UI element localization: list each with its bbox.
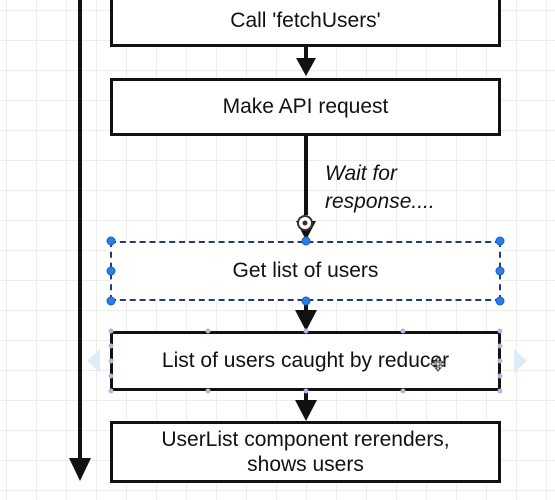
edge-reducer-to-rerender-arrowhead [295, 400, 317, 421]
connection-point-icon[interactable] [297, 215, 313, 231]
connection-point-icon[interactable] [497, 328, 503, 334]
hover-arrow-left-icon[interactable] [87, 349, 100, 373]
connection-point-icon[interactable] [108, 358, 114, 364]
selection-handle-icon[interactable] [301, 236, 311, 246]
connection-point-icon[interactable] [108, 388, 114, 394]
connection-point-icon[interactable] [108, 328, 114, 334]
connection-point-icon[interactable] [400, 388, 406, 394]
selection-handle-icon[interactable] [495, 296, 505, 306]
edge-call-to-api-arrowhead [296, 58, 316, 76]
selection-handle-icon[interactable] [106, 266, 116, 276]
connection-point-icon[interactable] [497, 388, 503, 394]
node-call-fetch-users-label: Call 'fetchUsers' [230, 8, 381, 32]
connection-point-icon[interactable] [497, 358, 503, 364]
node-get-list-of-users-label: Get list of users [232, 259, 379, 283]
edge-get-to-reducer-arrowhead [295, 310, 317, 331]
edge-label-wait-for-response[interactable]: Wait for response.... [325, 162, 435, 213]
node-get-list-of-users[interactable]: Get list of users [110, 241, 501, 301]
hover-arrow-right-icon[interactable] [514, 349, 527, 373]
node-userlist-rerenders-label: UserList component rerenders, shows user… [161, 427, 450, 476]
node-caught-by-reducer-label: List of users caught by reducer [161, 349, 450, 373]
connection-point-icon[interactable] [497, 343, 503, 349]
connection-point-icon[interactable] [108, 373, 114, 379]
node-caught-by-reducer[interactable]: List of users caught by reducer [110, 331, 501, 391]
connection-point-icon[interactable] [303, 388, 309, 394]
selection-handle-icon[interactable] [495, 236, 505, 246]
timeline-arrowhead [69, 458, 91, 481]
move-cursor-icon [430, 356, 446, 372]
selection-handle-icon[interactable] [301, 296, 311, 306]
node-call-fetch-users[interactable]: Call 'fetchUsers' [110, 0, 501, 47]
selection-handle-icon[interactable] [106, 236, 116, 246]
connection-point-icon[interactable] [205, 388, 211, 394]
node-make-api-request[interactable]: Make API request [110, 78, 501, 136]
connection-point-icon[interactable] [108, 343, 114, 349]
selection-handle-icon[interactable] [106, 296, 116, 306]
connection-point-icon[interactable] [497, 373, 503, 379]
selection-handle-icon[interactable] [495, 266, 505, 276]
connection-point-icon[interactable] [205, 328, 211, 334]
node-make-api-request-label: Make API request [222, 95, 389, 119]
connection-point-icon[interactable] [303, 328, 309, 334]
connection-point-icon[interactable] [400, 328, 406, 334]
node-userlist-rerenders[interactable]: UserList component rerenders, shows user… [110, 421, 501, 483]
